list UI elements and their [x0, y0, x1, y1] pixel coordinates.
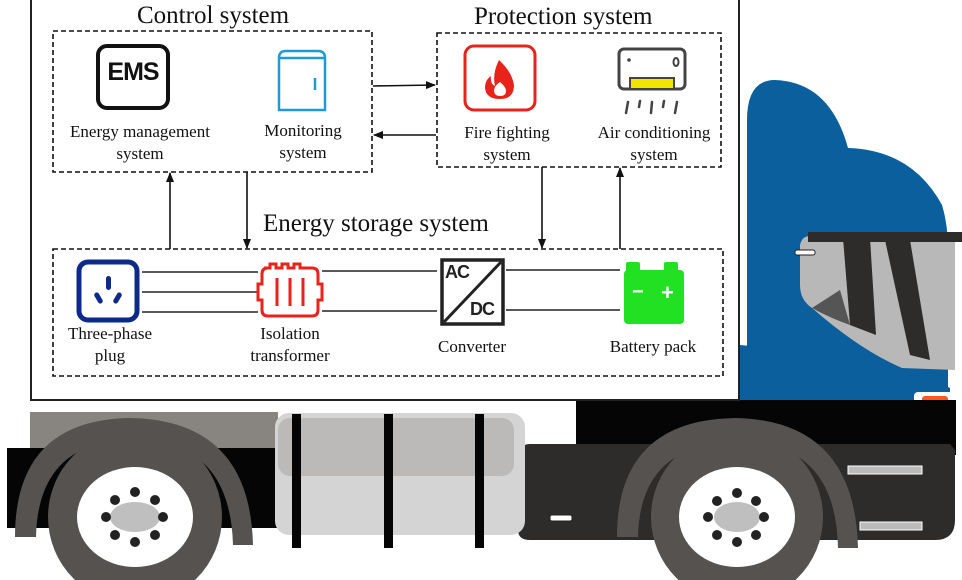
battery-icon — [624, 262, 684, 324]
window-top-frame — [808, 232, 962, 242]
tank-strap-1 — [292, 414, 301, 548]
isolation-transformer-label: Isolation transformer — [234, 323, 346, 367]
transformer-label-line1: Isolation — [260, 324, 320, 343]
plug-label-line1: Three-phase — [67, 324, 152, 343]
window-pillar-2 — [885, 240, 930, 360]
grille-bar-top — [847, 465, 923, 475]
converter-ac-text: AC — [445, 262, 470, 282]
rear-mudguard — [15, 418, 253, 545]
power-lines — [142, 269, 620, 313]
monitoring-label-line2: system — [279, 143, 327, 162]
transformer-label-line2: transformer — [250, 346, 330, 365]
battery-plus-sign: + — [661, 280, 674, 305]
fire-fighting-label-line1: Fire fighting — [464, 123, 550, 142]
grille-bar-bottom — [859, 521, 923, 531]
front-hub — [714, 502, 760, 532]
trailer-box — [30, 0, 740, 401]
control-system-box — [52, 30, 373, 173]
ems-label-line1: Energy management — [70, 122, 210, 141]
rear-hub — [110, 502, 160, 532]
tank-strap-2 — [384, 414, 393, 548]
front-lug-nuts — [703, 488, 769, 547]
ac-dc-converter-icon — [440, 258, 505, 326]
monitoring-label-line1: Monitoring — [264, 121, 342, 140]
step-handle — [549, 514, 573, 522]
cabinet-icon — [277, 49, 327, 112]
energy-storage-system-title: Energy storage system — [263, 210, 489, 237]
battery-minus-sign: − — [632, 281, 644, 303]
rear-lug-nuts — [101, 487, 168, 547]
socket-icon — [76, 259, 140, 323]
arrow-control-to-protection — [372, 81, 436, 90]
tank-strap-3 — [475, 414, 484, 548]
transformer-icon — [256, 262, 324, 318]
air-conditioner-icon — [617, 47, 687, 115]
converter-dc-text: DC — [470, 299, 495, 319]
battery-pack-label: Battery pack — [609, 337, 697, 356]
air-conditioning-label: Air conditioning system — [582, 122, 726, 166]
fire-icon — [463, 44, 537, 112]
ems-icon-text: EMS — [107, 58, 159, 86]
control-system-title: Control system — [137, 2, 290, 29]
fuel-tank-shade — [278, 418, 514, 476]
air-conditioning-label-line1: Air conditioning — [597, 123, 711, 142]
ems-label: Energy management system — [52, 121, 228, 165]
ems-icon — [96, 44, 170, 110]
three-phase-plug-label: Three-phase plug — [54, 323, 166, 367]
protection-system-title: Protection system — [474, 3, 653, 30]
monitoring-label: Monitoring system — [248, 120, 358, 164]
window-shade — [812, 290, 850, 325]
air-conditioning-label-line2: system — [630, 145, 678, 164]
fire-fighting-label-line2: system — [483, 145, 531, 164]
plug-label-line2: plug — [94, 346, 126, 365]
mirror-handle — [794, 249, 816, 256]
protection-system-box — [436, 32, 722, 168]
fire-fighting-label: Fire fighting system — [450, 122, 564, 166]
window-pillar — [843, 238, 876, 335]
energy-storage-box — [52, 248, 724, 377]
converter-label: Converter — [438, 337, 506, 356]
front-mudguard — [617, 418, 858, 548]
ems-label-line2: system — [116, 144, 164, 163]
